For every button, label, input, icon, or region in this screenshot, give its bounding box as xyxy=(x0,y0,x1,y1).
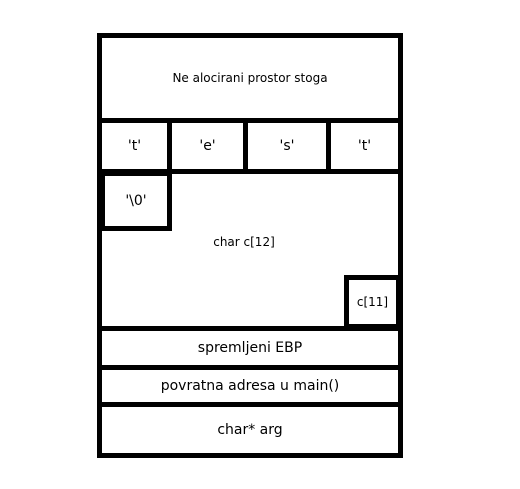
char-cell-divider xyxy=(243,118,248,173)
char-cell-divider xyxy=(167,118,172,173)
last-element-cell: c[11] xyxy=(344,275,401,329)
return-address-label: povratna adresa u main() xyxy=(160,378,340,394)
argument-region: char* arg xyxy=(102,407,398,453)
unallocated-stack-label: Ne alocirani prostor stoga xyxy=(172,71,328,85)
separator-array xyxy=(97,326,403,331)
unallocated-stack-region: Ne alocirani prostor stoga xyxy=(102,38,398,118)
saved-ebp-region: spremljeni EBP xyxy=(102,331,398,365)
last-element-label: c[11] xyxy=(356,295,389,309)
char-cell: 's' xyxy=(248,123,326,169)
null-terminator-cell: '\0' xyxy=(100,171,172,231)
char-array-label: char c[12] xyxy=(213,235,275,249)
char-cell-label: 't' xyxy=(127,138,142,154)
char-cell: 't' xyxy=(331,123,398,169)
separator-return-address xyxy=(97,402,403,407)
argument-label: char* arg xyxy=(217,422,283,438)
char-cell-label: 'e' xyxy=(199,138,216,154)
separator-chars xyxy=(97,169,403,174)
char-cell-label: 's' xyxy=(279,138,295,154)
null-terminator-label: '\0' xyxy=(125,193,147,209)
separator-unallocated xyxy=(97,118,403,123)
char-cell-divider xyxy=(326,118,331,173)
char-cell: 't' xyxy=(102,123,167,169)
separator-saved-ebp xyxy=(97,365,403,370)
char-cell-label: 't' xyxy=(357,138,372,154)
return-address-region: povratna adresa u main() xyxy=(102,370,398,402)
saved-ebp-label: spremljeni EBP xyxy=(197,340,303,356)
char-array-region: char c[12] xyxy=(102,174,398,326)
char-cell: 'e' xyxy=(172,123,243,169)
stack-frame-outline xyxy=(97,33,403,458)
